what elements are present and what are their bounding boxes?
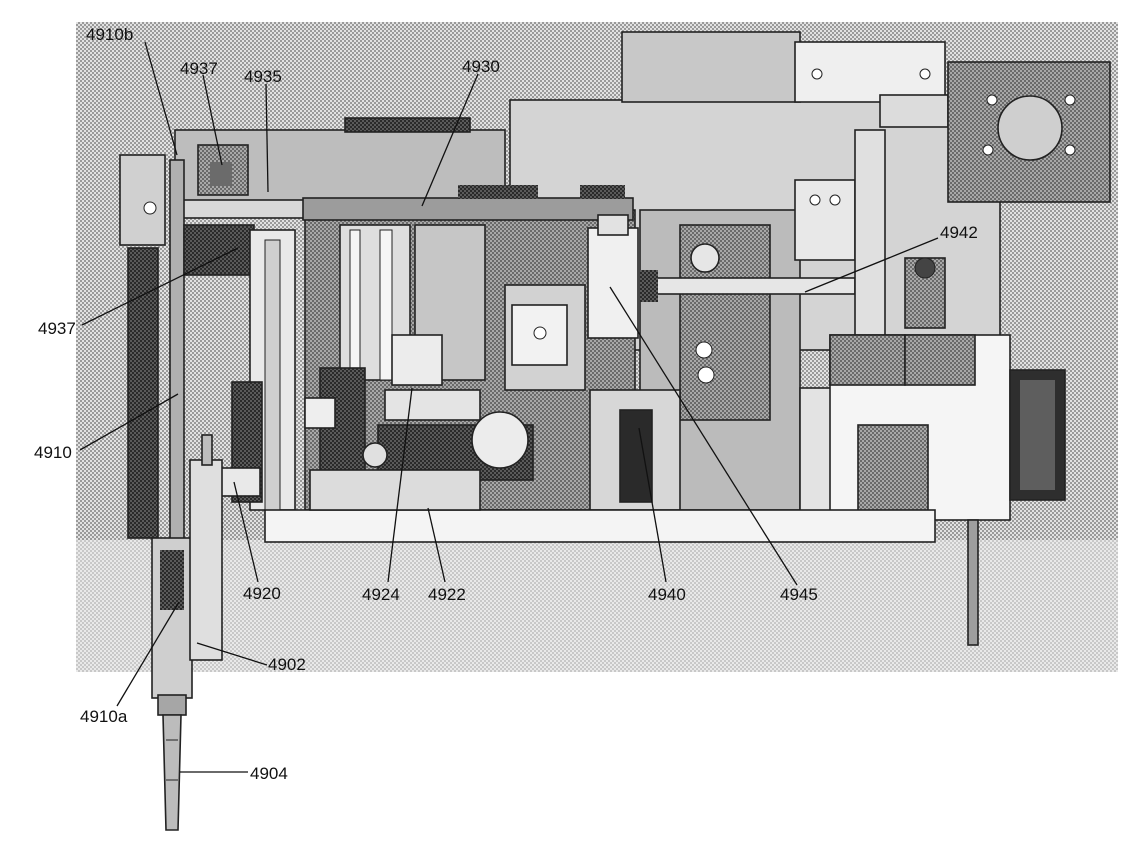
label-4937-side: 4937	[38, 319, 76, 338]
label-4922: 4922	[428, 585, 466, 604]
label-4910a: 4910a	[80, 707, 128, 726]
label-4937-top: 4937	[180, 59, 218, 78]
leader-lines	[79, 41, 939, 773]
lower-right-components	[589, 334, 1066, 646]
label-4924: 4924	[362, 585, 400, 604]
base-plate	[199, 467, 936, 543]
nozzle-assembly	[151, 434, 223, 831]
label-4930: 4930	[462, 57, 500, 76]
label-4910: 4910	[34, 443, 72, 462]
left-column	[119, 144, 255, 541]
label-4902: 4902	[268, 655, 306, 674]
label-4935: 4935	[244, 67, 282, 86]
label-4920: 4920	[243, 584, 281, 603]
label-4942: 4942	[940, 223, 978, 242]
label-4904: 4904	[250, 764, 288, 783]
label-4940: 4940	[648, 585, 686, 604]
reference-labels: 4910b 4937 4935 4930 4942 4937 4910 4920…	[34, 25, 978, 783]
label-4910b: 4910b	[86, 25, 133, 44]
top-bar	[174, 117, 634, 221]
label-4945: 4945	[780, 585, 818, 604]
bracket-and-rod	[587, 129, 946, 391]
